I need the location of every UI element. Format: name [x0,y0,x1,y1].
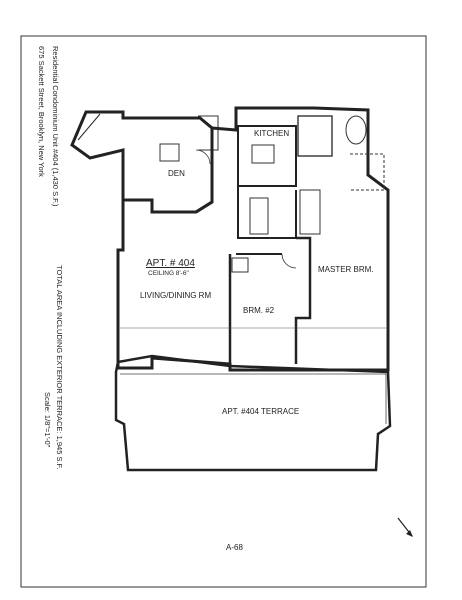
kitchen-label: KITCHEN [254,129,289,138]
page-number: A-68 [226,543,243,552]
unit-outline [116,106,390,372]
apartment-number-label: APT. # 404 [146,258,195,269]
den-door-swing [195,149,211,165]
living-dining-label: LIVING/DINING RM [140,291,211,300]
bedroom-divider-wall [294,236,312,364]
sheet-title: Residential Condominium Unit #404 (1,430… [51,46,60,207]
sheet-address: 675 Sackett Street, Brooklyn, New York [37,46,46,177]
den-walls [70,110,214,214]
bedroom2-closet [231,257,249,273]
bath-walls [237,186,297,239]
den-closet [198,115,219,151]
den-column [159,143,180,162]
terrace-inner-line [120,373,387,424]
master-closet [350,153,385,191]
master-bath [297,115,333,157]
den-label: DEN [168,169,185,178]
terrace-label: APT. #404 TERRACE [222,407,299,416]
ceiling-height-label: CEILING 8'-6" [148,270,189,277]
bedroom2-door-swing [281,253,297,269]
master-bedroom-label: MASTER BRM. [318,265,374,274]
kitchen-island [251,144,275,164]
bathtub [249,197,269,235]
total-area-note: TOTAL AREA INCLUDING EXTERIOR TERRACE: 1… [55,265,64,470]
bedroom2-label: BRM. #2 [243,306,275,315]
kitchen-walls [237,125,297,187]
master-tub [345,115,367,145]
den-bay-line [77,113,101,141]
closet [299,189,321,235]
terrace-outline [114,354,392,472]
north-arrow-head-icon [406,530,413,537]
sheet-border [20,35,427,588]
drawing-scale: Scale: 1/8"=1'-0" [43,392,52,448]
